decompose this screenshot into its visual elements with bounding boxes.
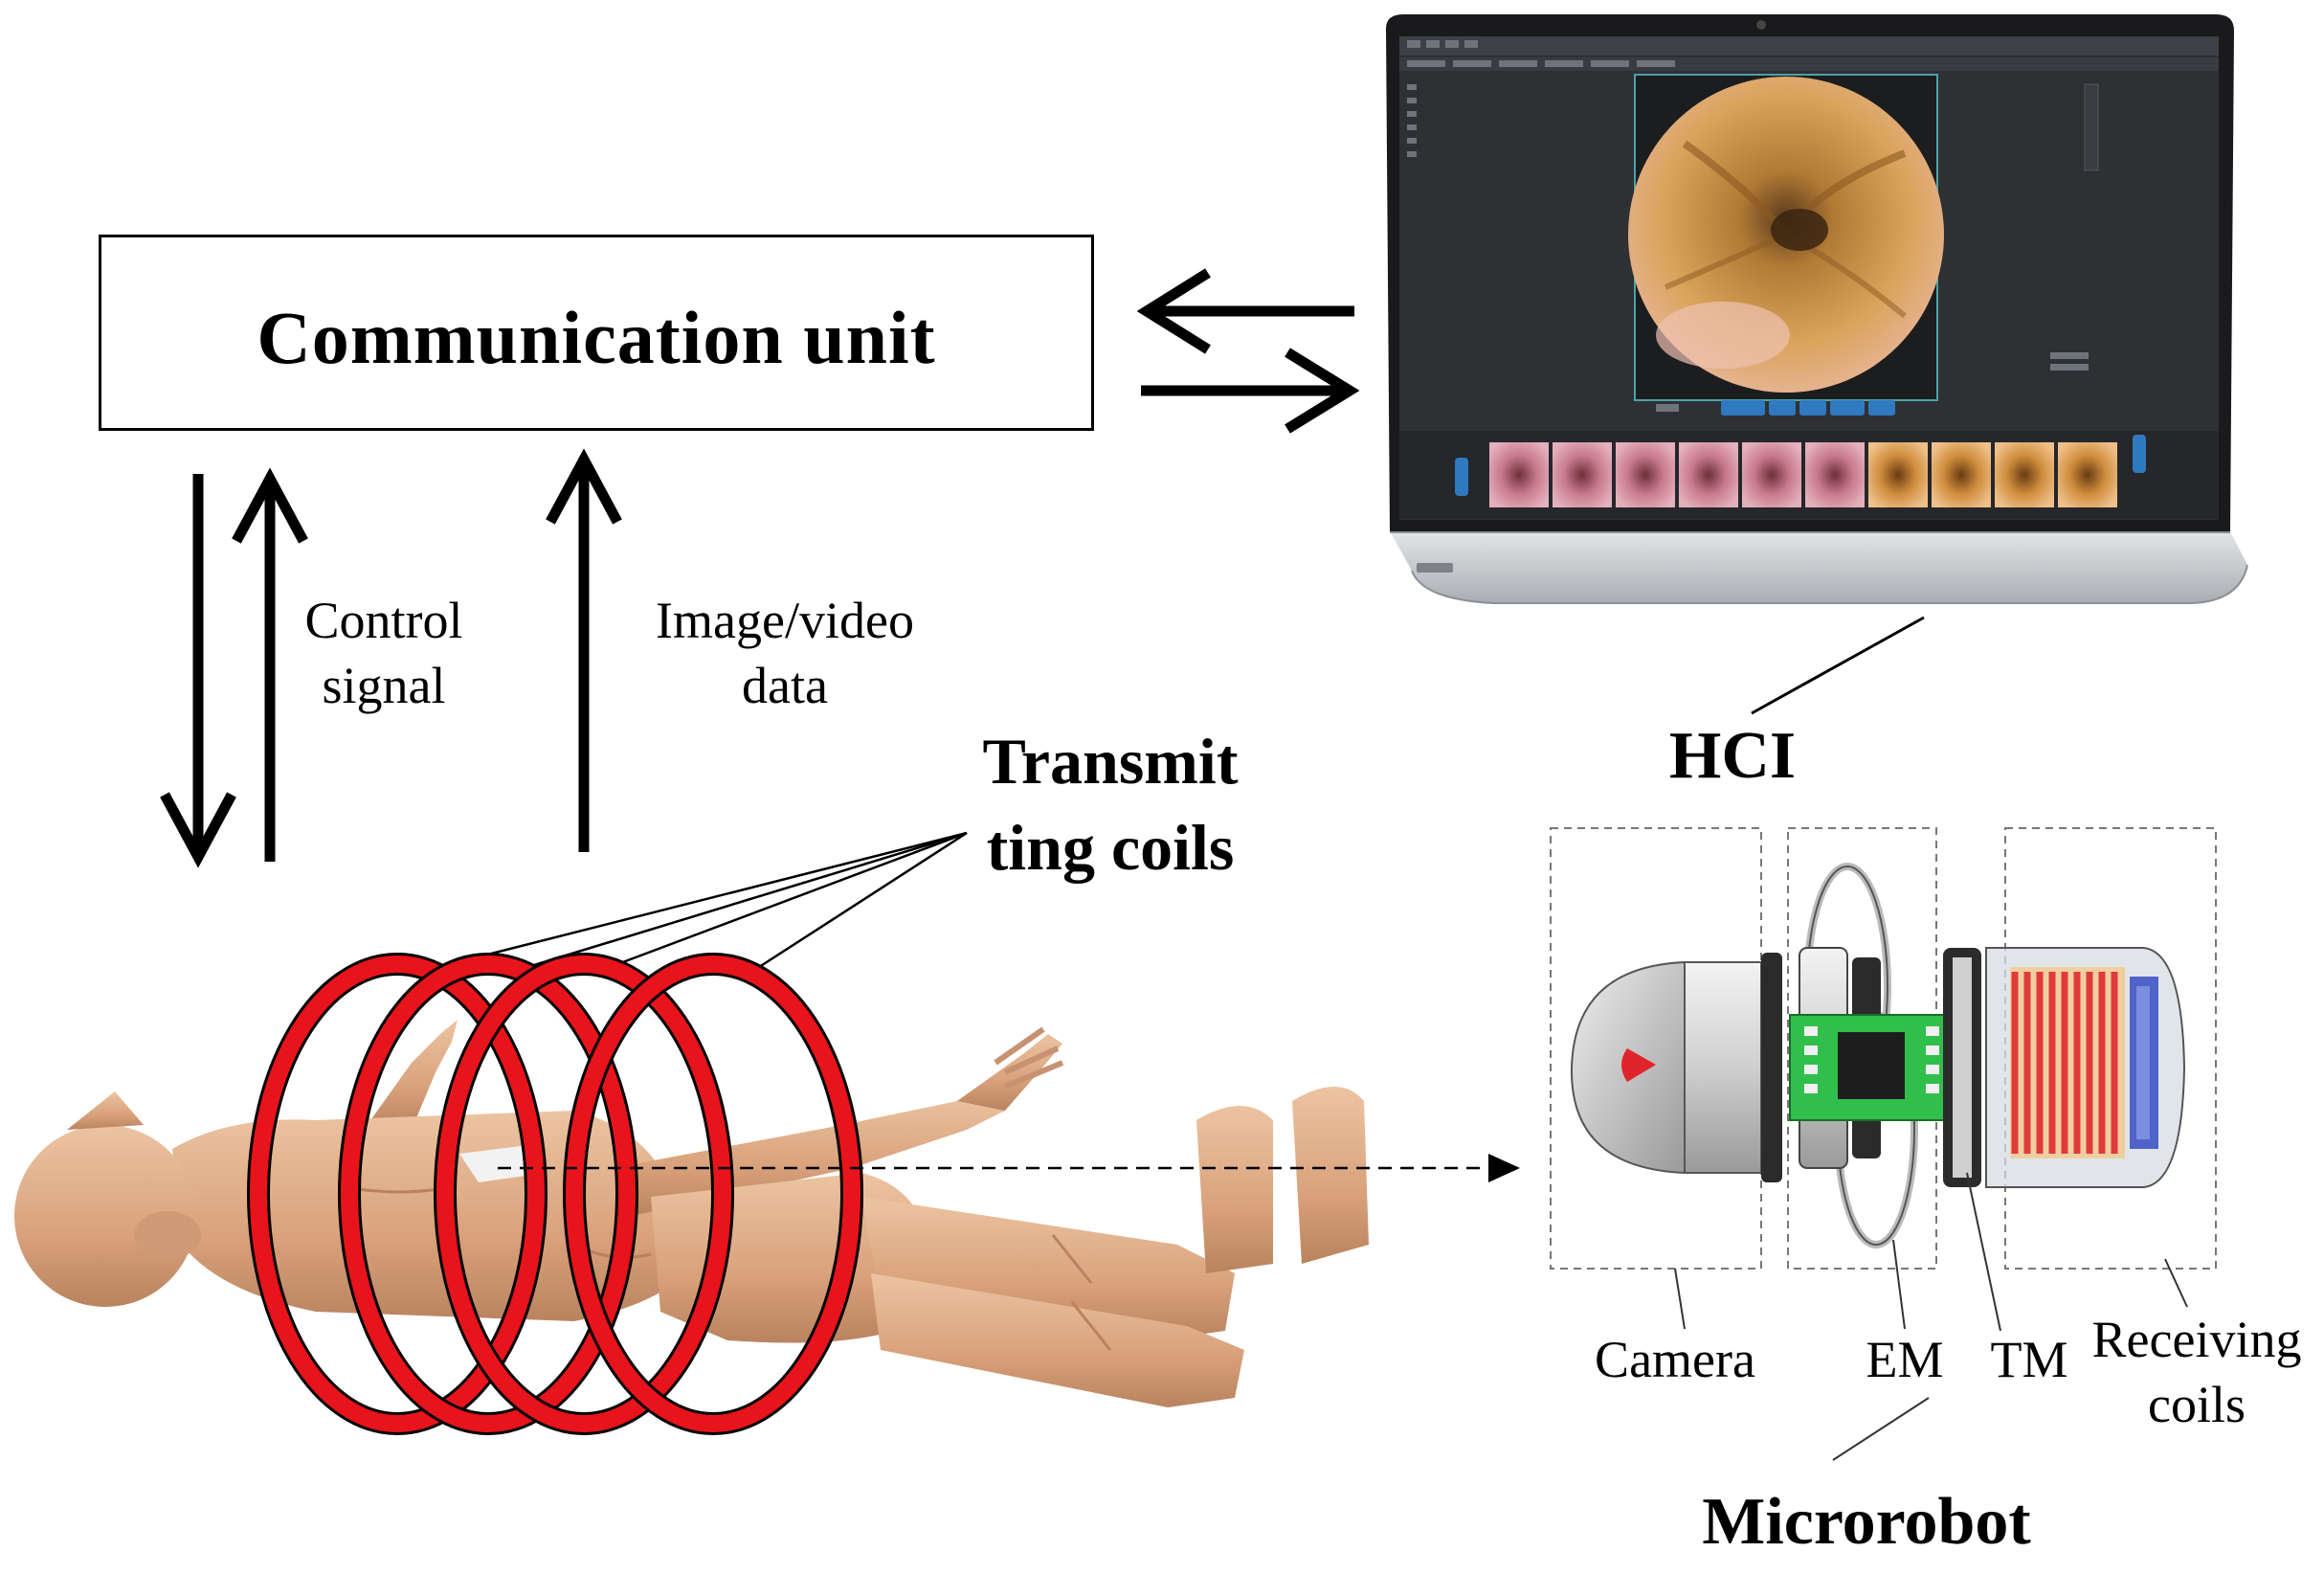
- laptop: [1386, 14, 2248, 604]
- control-signal-label: Control signal: [283, 588, 484, 718]
- receiving-coils-line1: Receiving: [2091, 1311, 2302, 1368]
- image-data-arrow: [546, 448, 622, 852]
- receiving-coils-label: Receiving coils: [2082, 1307, 2312, 1437]
- microrobot-title: Microrobot: [1702, 1485, 2031, 1559]
- control-signal-line1: Control: [304, 592, 463, 649]
- tm-label: TM: [1990, 1331, 2068, 1388]
- control-signal-arrows: [160, 467, 308, 868]
- camera-label: Camera: [1595, 1331, 1755, 1388]
- webcam-icon: [1756, 20, 1766, 30]
- microrobot-model: [1550, 827, 2217, 1270]
- bidirectional-arrows: [1136, 268, 1360, 434]
- communication-unit-box: Communication unit: [99, 235, 1094, 431]
- control-signal-line2: signal: [322, 657, 446, 714]
- thumbnail-prev-icon: [1455, 458, 1468, 496]
- transmitting-coils: [247, 953, 863, 1435]
- transmitting-coils-label: Transmit ting coils: [948, 718, 1273, 890]
- communication-unit-label: Communication unit: [257, 296, 936, 379]
- em-label: EM: [1866, 1331, 1944, 1388]
- coil-pointer-lines: [437, 831, 968, 971]
- microrobot-pointer-lines: [1674, 1172, 2188, 1461]
- image-video-data-label: Image/video data: [641, 588, 928, 718]
- hci-pointer-line: [1751, 616, 1925, 715]
- thumbnail-next-icon: [2133, 435, 2146, 473]
- hci-label: HCI: [1668, 719, 1797, 793]
- image-video-data-line2: data: [742, 657, 828, 714]
- image-video-data-line1: Image/video: [656, 592, 914, 649]
- transmitting-coils-line1: Transmit: [982, 725, 1239, 798]
- receiving-coils-box: [2004, 827, 2217, 1270]
- receiving-coils-line2: coils: [2148, 1376, 2246, 1433]
- transmitting-coils-line2: ting coils: [986, 811, 1235, 884]
